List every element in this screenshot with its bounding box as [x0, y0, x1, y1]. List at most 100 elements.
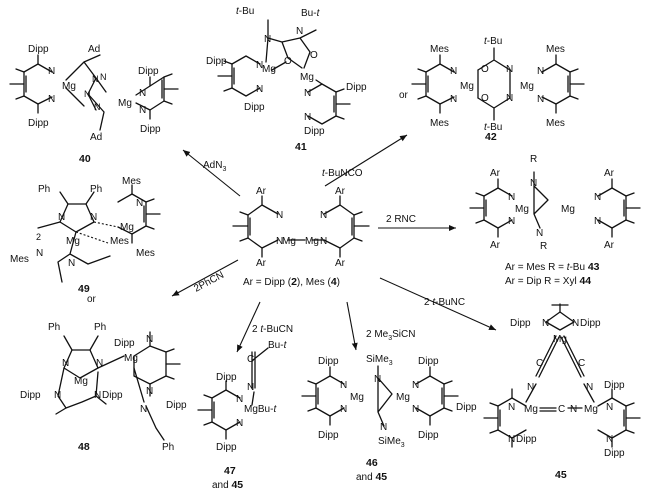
dipp-label: Dipp	[216, 372, 237, 383]
n-atom: N	[380, 422, 387, 433]
reagent-adn3: AdN3	[203, 160, 226, 173]
or-label: or	[87, 294, 97, 305]
tbu-label: t-Bu	[236, 6, 254, 17]
mg-atom: Mg	[584, 404, 598, 415]
n-atom: N	[58, 212, 65, 223]
n-atom: N	[140, 404, 147, 415]
tbu-label: Bu-t	[268, 340, 288, 351]
reagent-me3sicn: 2 Me3SiCN	[366, 329, 415, 342]
mes-label: Mes	[430, 44, 449, 55]
mg-atom: Mg	[124, 353, 138, 364]
mes-label: Mes	[122, 176, 141, 187]
compound-48: Ph Ph N N Mg Dipp Mg N N Dipp N Ph Dipp …	[20, 322, 187, 453]
o-atom: O	[481, 64, 489, 75]
mes-label: Mes	[10, 254, 29, 265]
dipp-label: Dipp	[510, 318, 531, 329]
dipp-label: Dipp	[318, 430, 339, 441]
n-atom: N	[90, 212, 97, 223]
n-atom: N	[146, 334, 153, 345]
mg-atom: Mg	[118, 98, 132, 109]
reagent-tbunc: 2 t-BuNC	[424, 297, 465, 308]
ar-label: Ar	[604, 240, 615, 251]
n-atom: N	[276, 236, 283, 247]
n-atom: N	[68, 258, 75, 269]
compound-46: Dipp Dipp N N Mg SiMe3 N N SiMe3 Mg N N …	[301, 354, 459, 483]
n-atom: N	[606, 402, 613, 413]
n-atom: N	[450, 66, 457, 77]
caption-44: Ar = Dip R = Xyl 44	[505, 275, 591, 287]
mg-atom: Mg	[282, 236, 296, 247]
and-45-label: and 45	[356, 471, 387, 483]
ar-label: Ar	[256, 186, 267, 197]
ph-label: Ph	[90, 184, 102, 195]
dipp-label: Dipp	[216, 442, 237, 453]
n-atom: N	[96, 358, 103, 369]
n-atom: N	[304, 112, 311, 123]
dipp-label: Dipp	[516, 434, 537, 445]
dipp-label: Dipp	[206, 56, 227, 67]
tbu-label: t-Bu	[484, 36, 502, 47]
mes-label: Mes	[546, 118, 565, 129]
n-atom: N	[412, 404, 419, 415]
compound-number: 41	[295, 141, 307, 153]
n-atom: N	[94, 390, 101, 401]
n-atom: N	[236, 394, 243, 405]
mg-atom: Mg	[305, 236, 319, 247]
arrow-me3sicn	[346, 301, 358, 351]
sime3-label: SiMe3	[366, 354, 393, 367]
arrow-adn3	[182, 149, 241, 197]
compound-number: 47	[224, 465, 236, 477]
ph-label: Ph	[94, 322, 106, 333]
n-atom: N	[84, 89, 91, 99]
compound-number: 46	[366, 457, 378, 469]
n-atom: N	[506, 64, 513, 75]
dipp-label: Dipp	[28, 44, 49, 55]
o-atom: O	[481, 93, 489, 104]
n-atom: N	[247, 382, 254, 393]
compound-41: t-Bu Bu-t N N O O Dipp N N Mg Mg Dipp N …	[206, 6, 367, 153]
n-atom: N	[139, 105, 146, 116]
compound-number: 40	[79, 153, 91, 165]
mgbu-label: MgBu-t	[244, 404, 277, 415]
n-atom: N	[139, 88, 146, 99]
n-atom: N	[320, 210, 327, 221]
reagent-phcn: 2PhCN	[192, 270, 226, 295]
n-atom: N	[572, 318, 579, 329]
caption-43: Ar = Mes R = t-Bu 43	[505, 261, 600, 273]
n-atom: N	[542, 318, 549, 329]
compound-49: Ph Ph N N Mg Mg Mes N Mes Mes Mes N N 2 …	[10, 176, 161, 295]
ad-label: Ad	[88, 44, 100, 55]
reagent-tbunco: t-BuNCO	[322, 168, 363, 179]
dipp-label: Dipp	[604, 448, 625, 459]
o-atom: O	[284, 56, 292, 67]
n-atom: N	[54, 390, 61, 401]
mg-atom: Mg	[120, 222, 134, 233]
dipp-label: Dipp	[346, 82, 367, 93]
n-atom: N	[374, 374, 381, 385]
n-atom: N	[48, 66, 55, 77]
dipp-label: Dipp	[244, 102, 265, 113]
n-atom: N	[276, 210, 283, 221]
n-atom: N	[62, 358, 69, 369]
n-atom: N	[570, 404, 577, 415]
mg-atom: Mg	[74, 376, 88, 387]
mg-atom: Mg	[515, 204, 529, 215]
compound-number: 49	[78, 283, 90, 295]
subscript-2: 2	[36, 232, 41, 242]
reagent-rnc: 2 RNC	[386, 214, 416, 225]
mes-label: Mes	[430, 118, 449, 129]
dipp-label: Dipp	[304, 126, 325, 137]
r-label: R	[540, 241, 547, 252]
n-atom: N	[100, 72, 107, 82]
mes-label: Mes	[546, 44, 565, 55]
n-atom: N	[537, 94, 544, 105]
compound-number: 42	[485, 131, 497, 143]
mg-atom: Mg	[460, 81, 474, 92]
n-atom: N	[136, 198, 143, 209]
mes-label: Mes	[110, 236, 129, 247]
compound-47: Bu-t C N Dipp N N MgBu-t Dipp 47 and 45	[197, 340, 288, 491]
compound-40: Dipp Dipp N N Mg Ad Ad N N N N Mg N N Di…	[9, 44, 179, 165]
dipp-label: Dipp	[114, 338, 135, 349]
dipp-label: Dipp	[102, 390, 123, 401]
